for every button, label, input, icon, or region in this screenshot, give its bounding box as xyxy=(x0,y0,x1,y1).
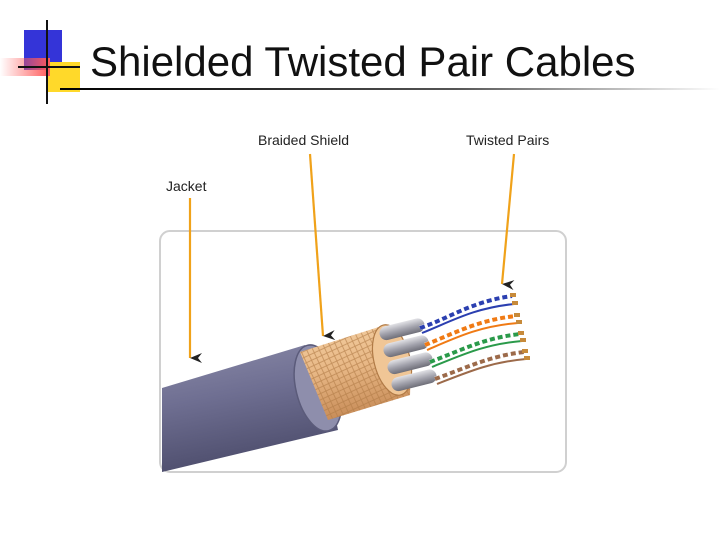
corner-accent xyxy=(0,0,100,110)
foil-shielded-pairs xyxy=(379,318,437,392)
twisted-pairs-arrow xyxy=(500,153,516,291)
twisted-pairs-label: Twisted Pairs xyxy=(466,132,550,148)
braided-shield-arrow xyxy=(308,153,336,341)
twisted-pair-wires xyxy=(419,293,530,385)
title-underline xyxy=(60,88,720,90)
jacket-label: Jacket xyxy=(166,178,207,194)
accent-horizontal-line xyxy=(18,66,80,68)
braided-shield-label: Braided Shield xyxy=(258,132,350,148)
slide-title: Shielded Twisted Pair Cables xyxy=(90,38,636,85)
callout-arrows xyxy=(188,153,516,363)
accent-vertical-line xyxy=(46,20,48,104)
